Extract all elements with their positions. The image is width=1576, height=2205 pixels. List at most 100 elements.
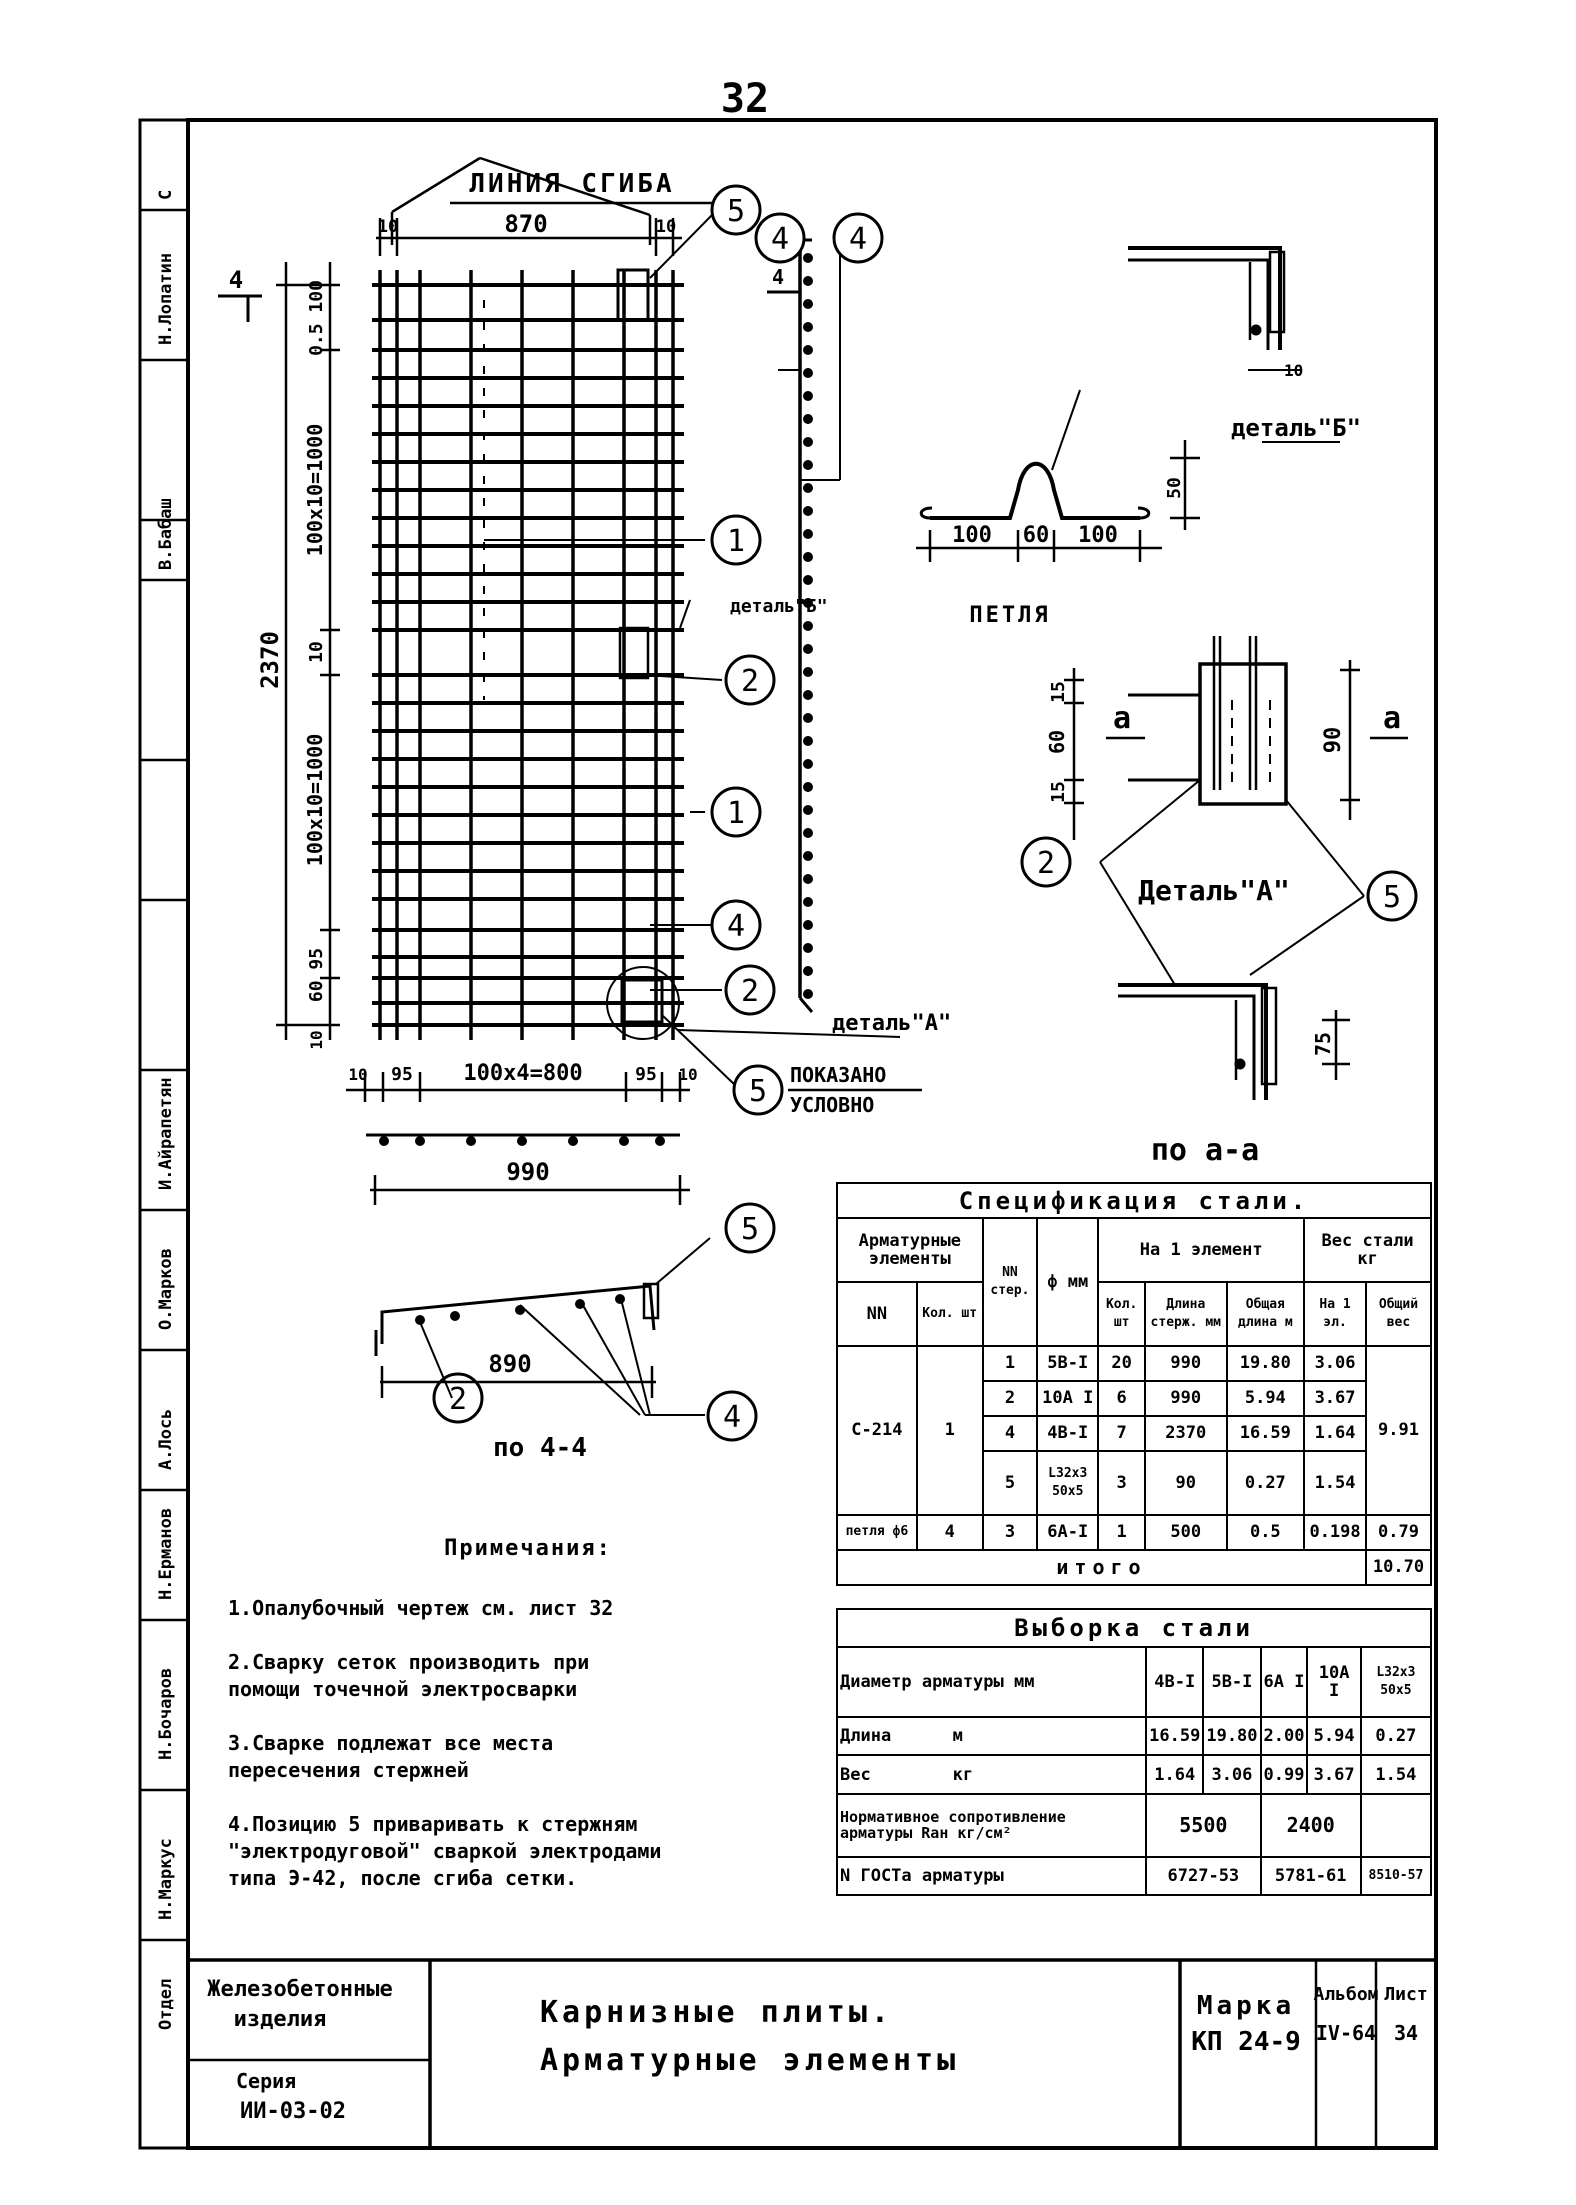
bar-section-dot xyxy=(803,253,813,263)
title-line-1: Карнизные плиты. xyxy=(540,1995,893,2030)
section-mark-left: 4 xyxy=(229,266,243,294)
detail-b-title: деталь"Б" xyxy=(1231,414,1361,442)
svg-text:5: 5 xyxy=(741,1212,759,1247)
bar-section-dot xyxy=(803,713,813,723)
bar-section-dot xyxy=(803,345,813,355)
bar-section-dot xyxy=(803,529,813,539)
dim-bottom-segment: 60 95 xyxy=(306,948,327,1002)
bar-section-dot xyxy=(803,644,813,654)
svg-text:2: 2 xyxy=(1037,846,1055,881)
bar-section-dot xyxy=(615,1294,625,1304)
callout-marker: 2 xyxy=(724,964,776,1016)
spec-head-weight: Вес стали кг xyxy=(1303,1217,1432,1283)
bar-section-dot xyxy=(803,989,813,999)
svg-text:А.Лось: А.Лось xyxy=(156,1409,176,1470)
bar-section-dot xyxy=(803,575,813,585)
loop-detail xyxy=(916,389,1200,562)
spec-head-total-length: Общая длина м xyxy=(1225,1280,1306,1347)
dim-overall-height: 2370 xyxy=(256,631,284,689)
svg-text:1: 1 xyxy=(727,796,745,831)
dim-top-segment: 0.5 100 xyxy=(306,280,327,356)
table-row: 2 10А I 6 990 5.94 3.67 xyxy=(837,1379,1431,1417)
svg-text:Н.Маркус: Н.Маркус xyxy=(156,1838,176,1920)
note-1: 1.Опалубочный чертеж см. лист 32 xyxy=(228,1596,614,1620)
callout-marker: 4 xyxy=(754,212,806,264)
detail-a-reference: деталь"А" xyxy=(832,1011,951,1036)
svg-text:В.Бабаш: В.Бабаш xyxy=(156,498,176,570)
spec-element-qty: 1 xyxy=(915,1344,984,1516)
svg-text:5: 5 xyxy=(727,194,745,229)
dim-bottom-edge-left: 10 xyxy=(348,1065,367,1084)
bar-section-dot xyxy=(803,483,813,493)
selection-title: Выборка стали xyxy=(836,1607,1432,1649)
svg-text:1: 1 xyxy=(727,524,745,559)
bar-section-dot xyxy=(803,874,813,884)
spec-head-elements: Арматурные элементы xyxy=(836,1217,984,1283)
title-block xyxy=(188,1958,1436,2148)
dim-top-mid: 870 xyxy=(504,210,547,238)
svg-text:2: 2 xyxy=(741,664,759,699)
steel-selection-table: Выборка стали Диаметр арматуры мм 4В-I 5… xyxy=(835,1607,1433,1897)
loop-dim-60: 60 xyxy=(1023,523,1050,548)
callout-marker: 5 xyxy=(724,1202,776,1254)
bar-section-dot xyxy=(803,368,813,378)
dim-upper-rows: 100x10=1000 xyxy=(303,424,327,556)
spec-head-pos: NN стер. xyxy=(981,1217,1039,1347)
callout-marker: 5 xyxy=(1366,870,1418,922)
dim-lower-rows: 100x10=1000 xyxy=(303,734,327,866)
bar-section-dot xyxy=(619,1136,629,1146)
svg-text:4: 4 xyxy=(771,222,789,257)
table-row: Вес кг 1.64 3.06 0.99 3.67 1.54 xyxy=(835,1754,1433,1795)
bar-section-dot xyxy=(803,414,813,424)
svg-text:Н.Ерманов: Н.Ерманов xyxy=(156,1508,176,1600)
callout-marker: 4 xyxy=(710,899,762,951)
title-publisher-1: Железобетонные xyxy=(207,1977,392,2002)
svg-text:О.Марков: О.Марков xyxy=(156,1248,176,1330)
table-row: Нормативное сопротивление арматуры Rан к… xyxy=(835,1792,1433,1858)
bar-section-dot xyxy=(803,299,813,309)
dim-bottom-mid: 100x4=800 xyxy=(463,1061,582,1086)
callout-marker: 4 xyxy=(832,212,884,264)
spec-head-qty: Кол. шт xyxy=(915,1280,984,1347)
title-sheet: 34 xyxy=(1394,2021,1418,2045)
bar-section-dot xyxy=(803,759,813,769)
bar-section-dot xyxy=(803,276,813,286)
note-2: 2.Сварку сеток производить при помощи то… xyxy=(228,1650,590,1701)
table-row: Диаметр арматуры мм 4В-I 5В-I 6А I 10А I… xyxy=(835,1646,1433,1719)
bar-section-dot xyxy=(655,1136,665,1146)
callout-marker: 4 xyxy=(706,1390,758,1442)
table-row: итого 10.70 xyxy=(836,1548,1433,1587)
bar-section-dot xyxy=(515,1305,525,1315)
spec-head-weight-total: Общий вес xyxy=(1364,1280,1433,1347)
spec-head-bar-length: Длина стерж. мм xyxy=(1144,1280,1228,1347)
shown-conventionally-2: УСЛОВНО xyxy=(790,1093,874,1117)
svg-text:5: 5 xyxy=(1383,880,1401,915)
bar-section-dot xyxy=(803,506,813,516)
shown-conventionally-1: ПОКАЗАНО xyxy=(790,1063,886,1087)
title-album: IV-64 xyxy=(1316,2021,1376,2045)
section-a-a-title: по а-а xyxy=(1151,1133,1259,1168)
callout-marker: 5 xyxy=(710,184,762,236)
title-series-label: Серия xyxy=(236,2069,296,2093)
svg-text:И.Айрапетян: И.Айрапетян xyxy=(156,1077,176,1190)
title-series: ИИ-03-02 xyxy=(240,2099,346,2124)
detail-a xyxy=(1064,636,1408,986)
section-mark-right: 4 xyxy=(772,265,784,289)
spec-element-name: С-214 xyxy=(836,1344,918,1516)
spec-element-total: 9.91 xyxy=(1364,1344,1433,1516)
loop-dim-100-right: 100 xyxy=(1078,523,1118,548)
spec-loop-name: петля ф6 xyxy=(836,1513,918,1551)
svg-text:Н.Бочаров: Н.Бочаров xyxy=(156,1668,176,1760)
bar-section-dot xyxy=(803,667,813,677)
table-row: С-214 1 1 5В-I 20 990 19.80 3.06 9.91 xyxy=(836,1344,1433,1516)
table-row: петля ф6 4 3 6А-I 1 500 0.5 0.198 0.79 xyxy=(836,1513,1433,1551)
bar-section-dot xyxy=(450,1311,460,1321)
title-album-label: Альбом xyxy=(1313,1984,1378,2005)
loop-title: ПЕТЛЯ xyxy=(969,603,1050,628)
title-line-2: Арматурные элементы xyxy=(540,2043,959,2078)
table-row: Длина м 16.59 19.80 2.00 5.94 0.27 xyxy=(835,1716,1433,1757)
callout-marker: 2 xyxy=(724,654,776,706)
svg-text:2: 2 xyxy=(741,974,759,1009)
title-sheet-label: Лист xyxy=(1384,1984,1427,2005)
